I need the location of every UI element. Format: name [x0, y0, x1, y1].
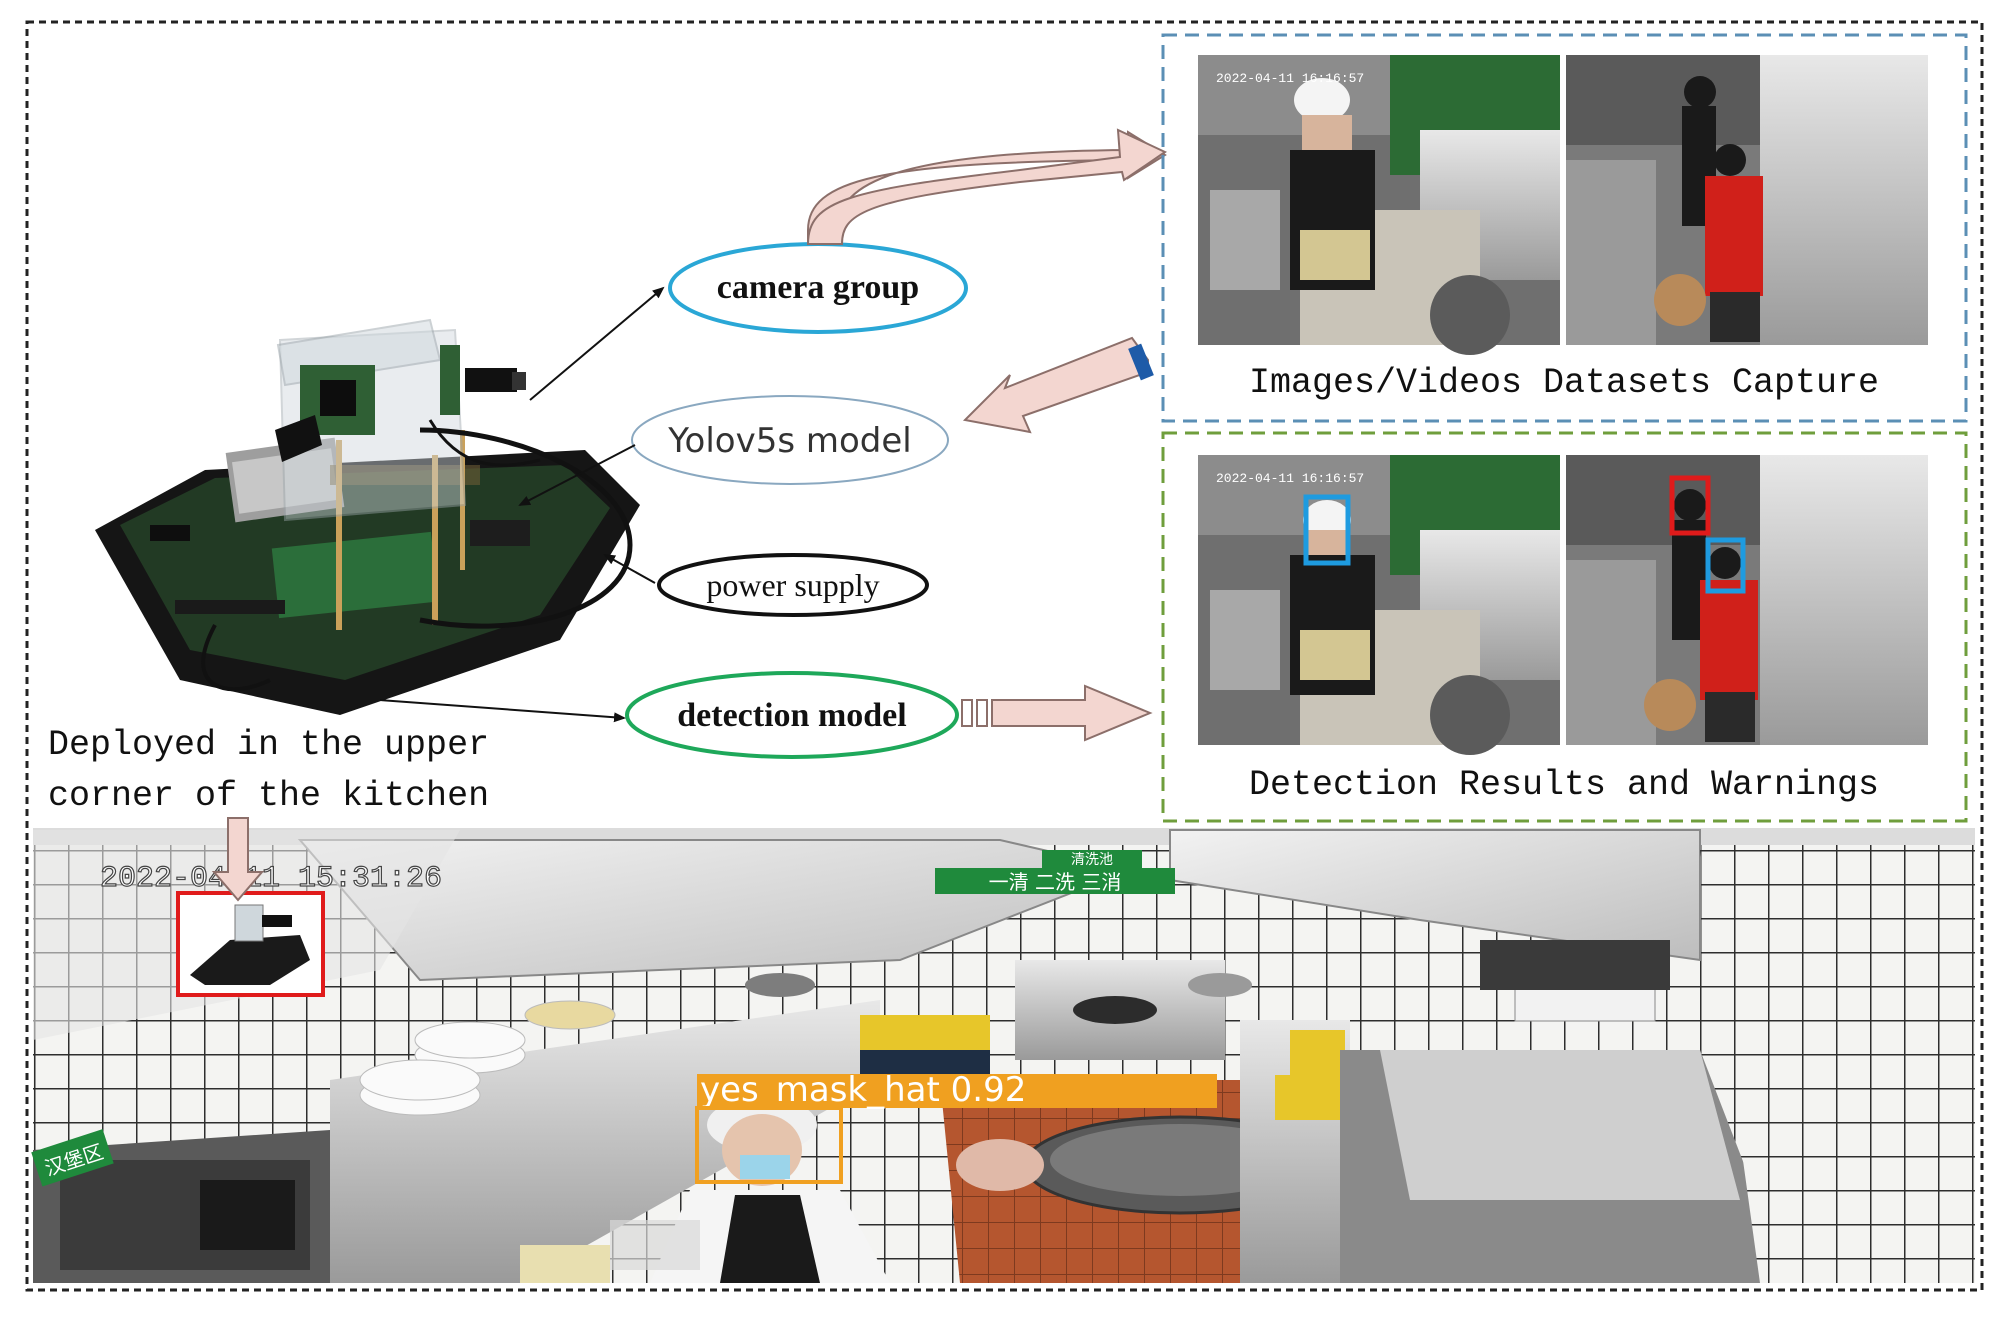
feed-timestamp-a: 2022-04-11 16:16:57	[1216, 71, 1364, 86]
capture-panel	[1161, 33, 1968, 423]
tail-stripe-1	[961, 699, 973, 727]
detection-model-ellipse	[625, 671, 959, 759]
detection-box-blue-2	[1705, 537, 1746, 594]
deployed-caption-line1: Deployed in the upper	[48, 725, 489, 765]
detection-box-orange	[695, 1106, 843, 1184]
power-supply-ellipse	[657, 553, 929, 617]
outer-frame	[25, 20, 1984, 1292]
results-caption: Detection Results and Warnings	[1249, 765, 1879, 805]
deployed-caption-line2: corner of the kitchen	[48, 776, 489, 816]
camera-group-label: camera group	[717, 269, 919, 306]
detection-box-red	[1669, 475, 1711, 536]
results-panel	[1161, 431, 1968, 823]
arrow-tail-band	[1128, 343, 1154, 381]
detection-label: yes_mask_hat 0.92	[700, 1070, 1026, 1110]
arrow-to-camera-group	[529, 286, 665, 401]
results-image-left: 2022-04-11 16:16:57	[1198, 455, 1560, 755]
arrow-detection-to-results	[991, 684, 1153, 742]
power-supply-label: power supply	[706, 567, 879, 603]
curved-arrow-body	[806, 128, 1168, 245]
yolo-model-label: Yolov5s model	[667, 421, 911, 461]
arrow-power-to-board	[603, 554, 656, 584]
results-image-right	[1566, 455, 1928, 745]
detection-box-blue-1	[1303, 494, 1351, 566]
sign-main: 一清 二洗 三消	[989, 870, 1122, 894]
arrow-yolo-to-board	[518, 444, 636, 506]
arrow-board-to-detection	[379, 699, 626, 723]
tail-stripe-2	[976, 699, 988, 727]
feed-timestamp-b: 2022-04-11 16:16:57	[1216, 471, 1364, 486]
curved-arrow-to-capture	[807, 130, 1167, 245]
deployed-pointer-arrow	[211, 817, 265, 902]
arrow-capture-to-yolo	[962, 336, 1149, 434]
capture-caption: Images/Videos Datasets Capture	[1249, 363, 1879, 403]
mini-camera	[234, 904, 264, 942]
yolo-model-ellipse	[631, 395, 949, 485]
capture-image-left: 2022-04-11 16:16:57	[1198, 55, 1560, 355]
scene-timestamp: 2022-04-11 15:31:26	[100, 862, 442, 896]
detection-label-bg	[697, 1074, 1217, 1108]
sign-top: 清洗池	[1071, 852, 1113, 868]
capture-image-right	[1566, 55, 1928, 345]
kitchen-scene-photo: 清洗池 一清 二洗 三消 2022-04-11 15:31:26 汉堡区	[31, 828, 1975, 1283]
mini-board	[190, 935, 310, 985]
detection-model-label: detection model	[677, 697, 906, 734]
fpga-board-photo	[95, 318, 640, 715]
